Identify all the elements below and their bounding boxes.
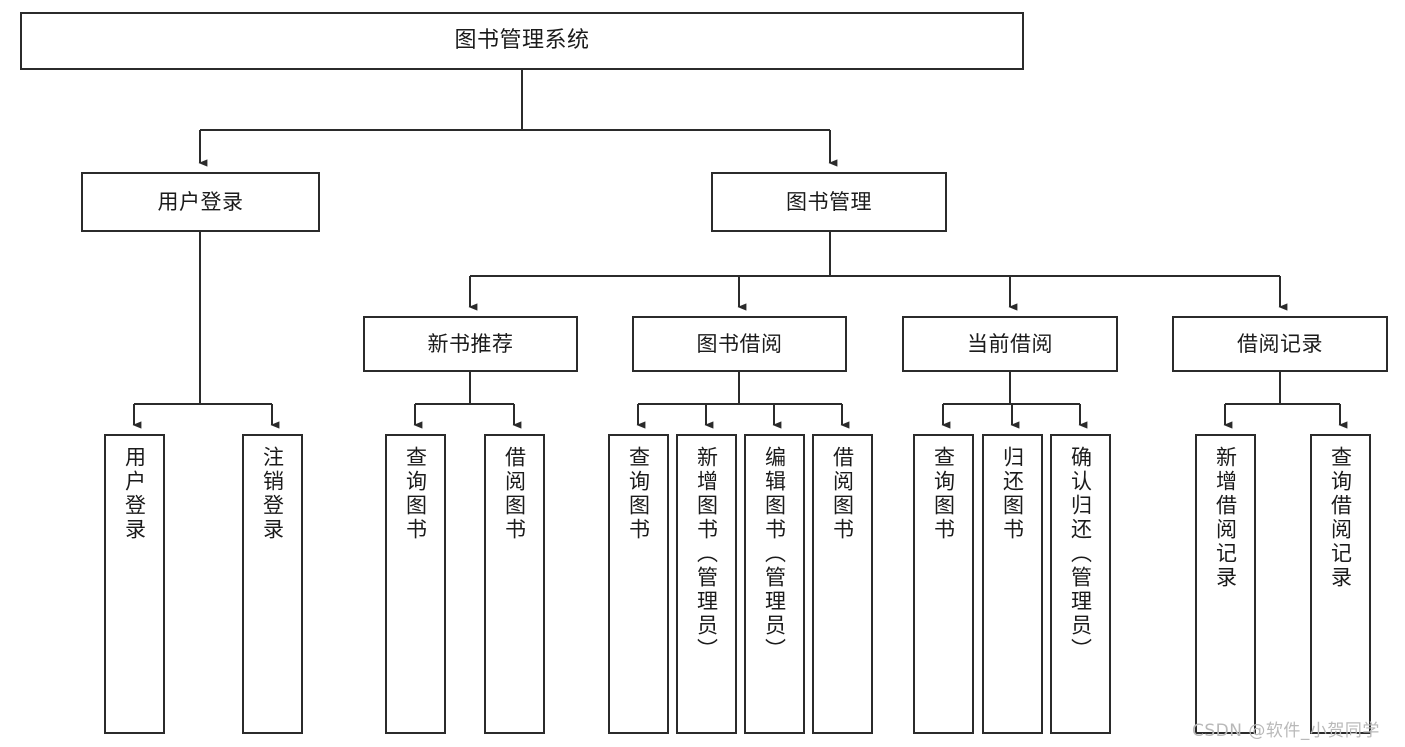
node-leaf-user-login-signout[interactable]: 注销登录 (242, 434, 303, 734)
node-leaf-book-borrow-borrow[interactable]: 借阅图书 (812, 434, 873, 734)
node-label: 新增借阅记录 (1213, 446, 1238, 590)
node-leaf-new-book-borrow[interactable]: 借阅图书 (484, 434, 545, 734)
node-leaf-current-borrow-return[interactable]: 归还图书 (982, 434, 1043, 734)
node-label: 借阅图书 (830, 446, 855, 542)
node-label: 用户登录 (122, 446, 147, 542)
node-label: 注销登录 (260, 446, 285, 542)
node-label: 用户登录 (157, 189, 244, 214)
node-label: 查询借阅记录 (1328, 446, 1353, 590)
node-label: 查询图书 (626, 446, 651, 542)
node-current-borrow[interactable]: 当前借阅 (902, 316, 1118, 372)
node-label: 图书管理系统 (454, 28, 590, 54)
node-new-book-recommend[interactable]: 新书推荐 (363, 316, 578, 372)
node-book-management[interactable]: 图书管理 (711, 172, 947, 232)
node-leaf-borrow-record-query[interactable]: 查询借阅记录 (1310, 434, 1371, 734)
node-label: 新书推荐 (427, 331, 514, 356)
node-label: 借阅图书 (502, 446, 527, 542)
node-label: 查询图书 (403, 446, 428, 542)
node-user-login[interactable]: 用户登录 (81, 172, 320, 232)
node-label: 编辑图书（管理员） (762, 446, 787, 662)
node-leaf-user-login-signin[interactable]: 用户登录 (104, 434, 165, 734)
node-label: 新增图书（管理员） (694, 446, 719, 662)
node-book-borrow[interactable]: 图书借阅 (632, 316, 847, 372)
node-borrow-record[interactable]: 借阅记录 (1172, 316, 1388, 372)
node-label: 当前借阅 (967, 331, 1053, 356)
node-label: 图书借阅 (696, 331, 783, 356)
node-label: 归还图书 (1000, 446, 1025, 542)
node-leaf-new-book-query[interactable]: 查询图书 (385, 434, 446, 734)
node-leaf-book-borrow-add[interactable]: 新增图书（管理员） (676, 434, 737, 734)
csdn-watermark: CSDN @软件_小贺同学 (1192, 721, 1380, 741)
node-label: 查询图书 (931, 446, 956, 542)
node-leaf-current-borrow-confirm[interactable]: 确认归还（管理员） (1050, 434, 1111, 734)
node-label: 借阅记录 (1237, 331, 1323, 356)
node-label: 图书管理 (786, 189, 872, 214)
node-leaf-current-borrow-query[interactable]: 查询图书 (913, 434, 974, 734)
node-leaf-book-borrow-edit[interactable]: 编辑图书（管理员） (744, 434, 805, 734)
node-root-book-management-system[interactable]: 图书管理系统 (20, 12, 1024, 70)
node-leaf-book-borrow-query[interactable]: 查询图书 (608, 434, 669, 734)
node-leaf-borrow-record-add[interactable]: 新增借阅记录 (1195, 434, 1256, 734)
node-label: 确认归还（管理员） (1068, 446, 1093, 662)
